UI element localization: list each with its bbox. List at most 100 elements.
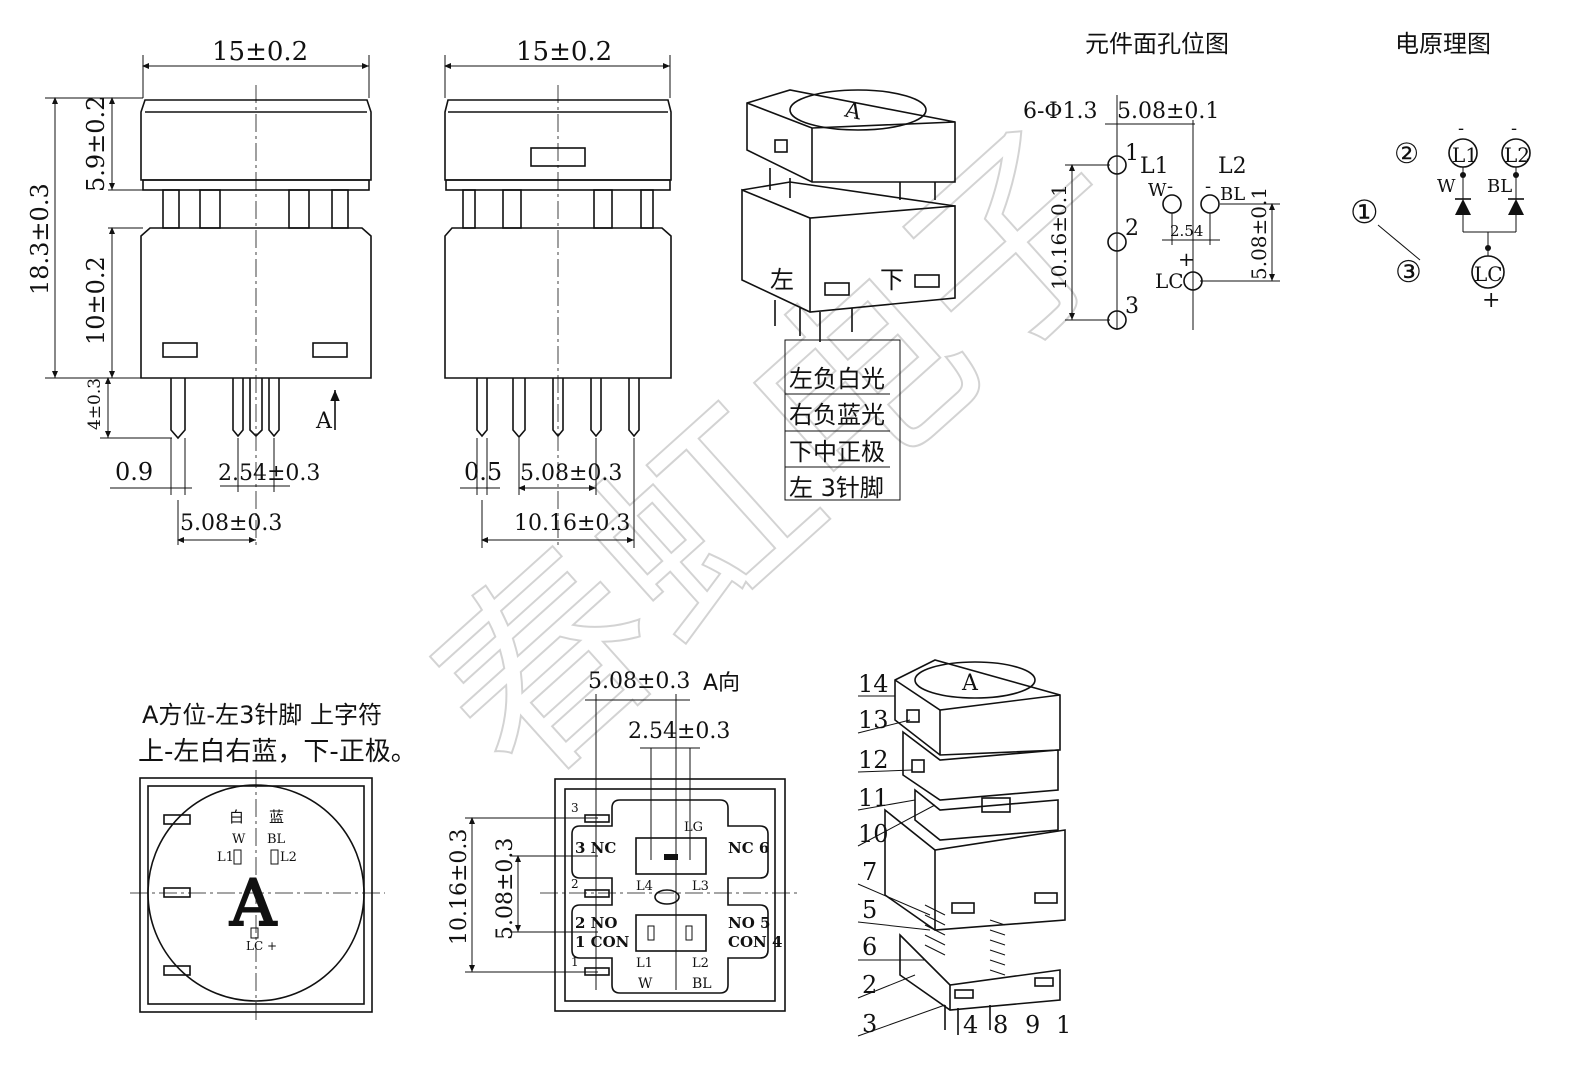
hole-minus-right: -	[1205, 176, 1211, 197]
front-pin-length-dim: 4±0.3	[85, 378, 105, 430]
logo-icon	[654, 889, 680, 905]
part-label-2: 2	[862, 971, 877, 999]
orientation-white: 白	[229, 808, 244, 826]
bottom-span-inner-dim: 5.08±0.3	[493, 838, 518, 940]
orientation-caption-2: 上-左白右蓝，下-正极。	[138, 737, 417, 767]
front-cap-height-dim: 5.9±0.2	[82, 96, 110, 192]
front-view-arrow-label: A	[315, 409, 333, 434]
schematic-node-1: ①	[1350, 193, 1379, 231]
led-diode-w-icon	[1455, 199, 1471, 215]
hole-led-pitch-dim: 2.54	[1170, 222, 1203, 240]
iso-note-1: 左负白光	[789, 365, 885, 393]
front-pin-dia-dim: 0.9	[115, 458, 153, 486]
front-width-dim: 15±0.2	[212, 37, 308, 67]
orientation-l1: L1	[217, 850, 234, 865]
hole-w: W	[1148, 180, 1167, 201]
iso-left-label: 左	[770, 266, 794, 294]
bottom-l2: L2	[692, 956, 709, 971]
bottom-span-outer-dim: 10.16±0.3	[447, 829, 472, 945]
hole-layout: 元件面孔位图 6-Φ1.3 5.08±0.1 1 2 3 L1 L2 W - -…	[1023, 30, 1280, 330]
hole-layout-title: 元件面孔位图	[1085, 30, 1229, 58]
part-label-4: 4	[963, 1011, 978, 1039]
side-pin-dia-dim: 0.5	[464, 458, 502, 486]
schematic: 电原理图 ② ① ③ L1 L2 LC - - + W BL	[1350, 30, 1531, 313]
side-view: 15±0.2 0.5 5.08±0.3 10.16±0.3	[444, 37, 672, 548]
bottom-no-right: NO 5	[728, 914, 770, 932]
schematic-l2: L2	[1504, 143, 1530, 167]
hole-plus: +	[1178, 247, 1195, 271]
part-label-14: 14	[858, 670, 889, 698]
front-height-dim: 18.3±0.3	[26, 183, 54, 295]
orientation-w: W	[232, 832, 246, 847]
iso-note-2: 右负蓝光	[789, 401, 885, 429]
bottom-no-left: 2 NO	[575, 914, 617, 932]
bottom-l3: L3	[692, 879, 709, 894]
orientation-view: A方位-左3针脚 上字符 上-左白右蓝，下-正极。 白 蓝 W BL L1 L2…	[130, 701, 417, 1020]
hole-vertical-led-dim: 5.08±0.1	[1247, 187, 1271, 280]
hole-lc: LC	[1155, 269, 1184, 293]
hole-l1: L1	[1140, 154, 1169, 179]
schematic-w: W	[1437, 176, 1456, 197]
part-label-8: 8	[993, 1011, 1008, 1039]
hole-pitch-top-dim: 5.08±0.1	[1117, 99, 1219, 124]
schematic-minus-l1: -	[1458, 118, 1464, 139]
part-label-13: 13	[858, 706, 889, 734]
hole-pin-1: 1	[1125, 141, 1139, 166]
bottom-pin2: 2	[571, 877, 579, 891]
bottom-pitch-inner-dim: 2.54±0.3	[628, 719, 730, 744]
bottom-pin1: 1	[571, 955, 579, 969]
iso-bottom-label: 下	[880, 266, 904, 294]
schematic-node-2: ②	[1394, 137, 1419, 170]
orientation-bl: BL	[267, 832, 286, 847]
iso-note-3: 下中正极	[789, 438, 885, 466]
bottom-bl: BL	[692, 976, 712, 992]
bottom-w: W	[638, 976, 653, 992]
bottom-l4: L4	[636, 879, 653, 894]
bottom-view-title: A向	[703, 671, 740, 696]
bottom-com-right: CON 4	[728, 933, 782, 951]
schematic-bl: BL	[1487, 176, 1512, 197]
exploded-cap-letter: A	[961, 671, 979, 696]
bottom-pin3: 3	[571, 801, 579, 815]
schematic-minus-l2: -	[1511, 118, 1517, 139]
hole-l2: L2	[1218, 154, 1247, 179]
iso-cap-letter: A	[842, 97, 865, 125]
exploded-view: A 14 13 12 11 10 7 5 6 2 3 4 8 9	[857, 659, 1071, 1039]
front-view: 15±0.2 A 18.3±0.3 5.9±0.2 10±0	[26, 37, 372, 545]
front-pin-pitch-dim: 2.54±0.3	[218, 461, 320, 486]
part-label-9: 9	[1025, 1011, 1040, 1039]
side-pin-pitch-dim: 5.08±0.3	[520, 461, 622, 486]
schematic-node-3: ③	[1395, 255, 1422, 290]
schematic-lc: LC	[1474, 262, 1503, 286]
bottom-lg: LG	[684, 820, 703, 835]
bottom-nc-right: NC 6	[728, 839, 769, 857]
schematic-l1: L1	[1452, 143, 1478, 167]
bottom-pitch-outer-dim: 5.08±0.3	[588, 669, 690, 694]
hole-minus-left: -	[1167, 176, 1173, 197]
schematic-plus: +	[1482, 288, 1500, 313]
orientation-l2: L2	[280, 850, 297, 865]
bottom-view: 5.08±0.3 A向 2.54±0.3 3 2 1 3 NC NC 6 2 N…	[447, 669, 800, 1012]
orientation-lc: LC +	[246, 939, 277, 953]
iso-note-4: 左 3针脚	[789, 474, 884, 502]
hole-bl: BL	[1220, 184, 1245, 205]
front-pin-span-dim: 5.08±0.3	[180, 511, 282, 536]
hole-pin-3: 3	[1125, 294, 1139, 319]
bottom-l1: L1	[636, 956, 653, 971]
orientation-blue: 蓝	[269, 808, 284, 826]
bottom-nc-left: 3 NC	[575, 839, 616, 857]
hole-vertical-span-dim: 10.16±0.1	[1047, 184, 1071, 290]
front-body-height-dim: 10±0.2	[82, 256, 110, 345]
schematic-title: 电原理图	[1395, 30, 1491, 58]
side-pin-span-dim: 10.16±0.3	[514, 511, 630, 536]
orientation-letter: A	[229, 867, 277, 941]
iso-view: A 左 下 左负白光 右负蓝光 下中正极 左 3针脚	[741, 89, 956, 502]
part-label-1: 1	[1056, 1011, 1071, 1039]
part-label-6: 6	[862, 933, 877, 961]
orientation-caption-1: A方位-左3针脚 上字符	[142, 701, 382, 729]
part-label-12: 12	[858, 746, 889, 774]
hole-pin-2: 2	[1125, 216, 1139, 241]
part-label-5: 5	[862, 896, 877, 924]
hole-count-dim: 6-Φ1.3	[1023, 99, 1097, 124]
